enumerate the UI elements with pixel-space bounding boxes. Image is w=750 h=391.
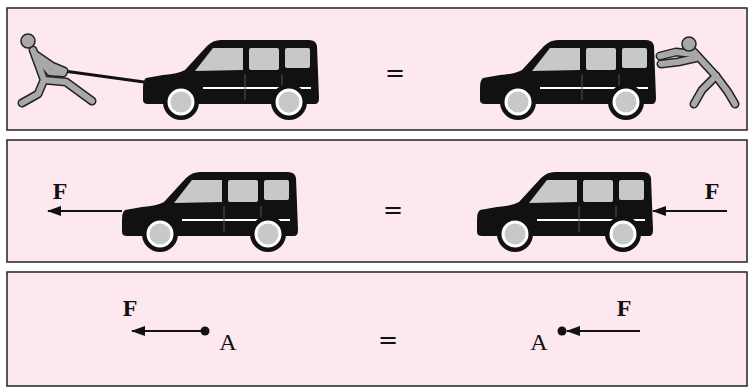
force-label: F [705,179,720,203]
equals-sign: = [385,61,405,85]
car [477,172,653,252]
car [122,172,298,252]
panel [7,140,747,262]
force-arrow [567,330,640,332]
panel [7,272,747,386]
point-label: A [530,330,547,354]
force-arrow [132,330,204,332]
force-label: F [617,296,632,320]
point-dot [201,327,210,336]
point-label: A [219,330,236,354]
panel [7,8,747,130]
equals-sign: = [383,198,403,222]
force-label: F [53,179,68,203]
pulling-man [21,34,92,103]
force-arrow [48,210,122,212]
pushing-man [660,37,735,104]
point-dot [558,327,567,336]
rope [64,71,144,82]
car [480,40,656,120]
force-arrow [653,210,727,212]
equals-sign: = [378,328,398,352]
force-label: F [123,296,138,320]
car [143,40,319,120]
